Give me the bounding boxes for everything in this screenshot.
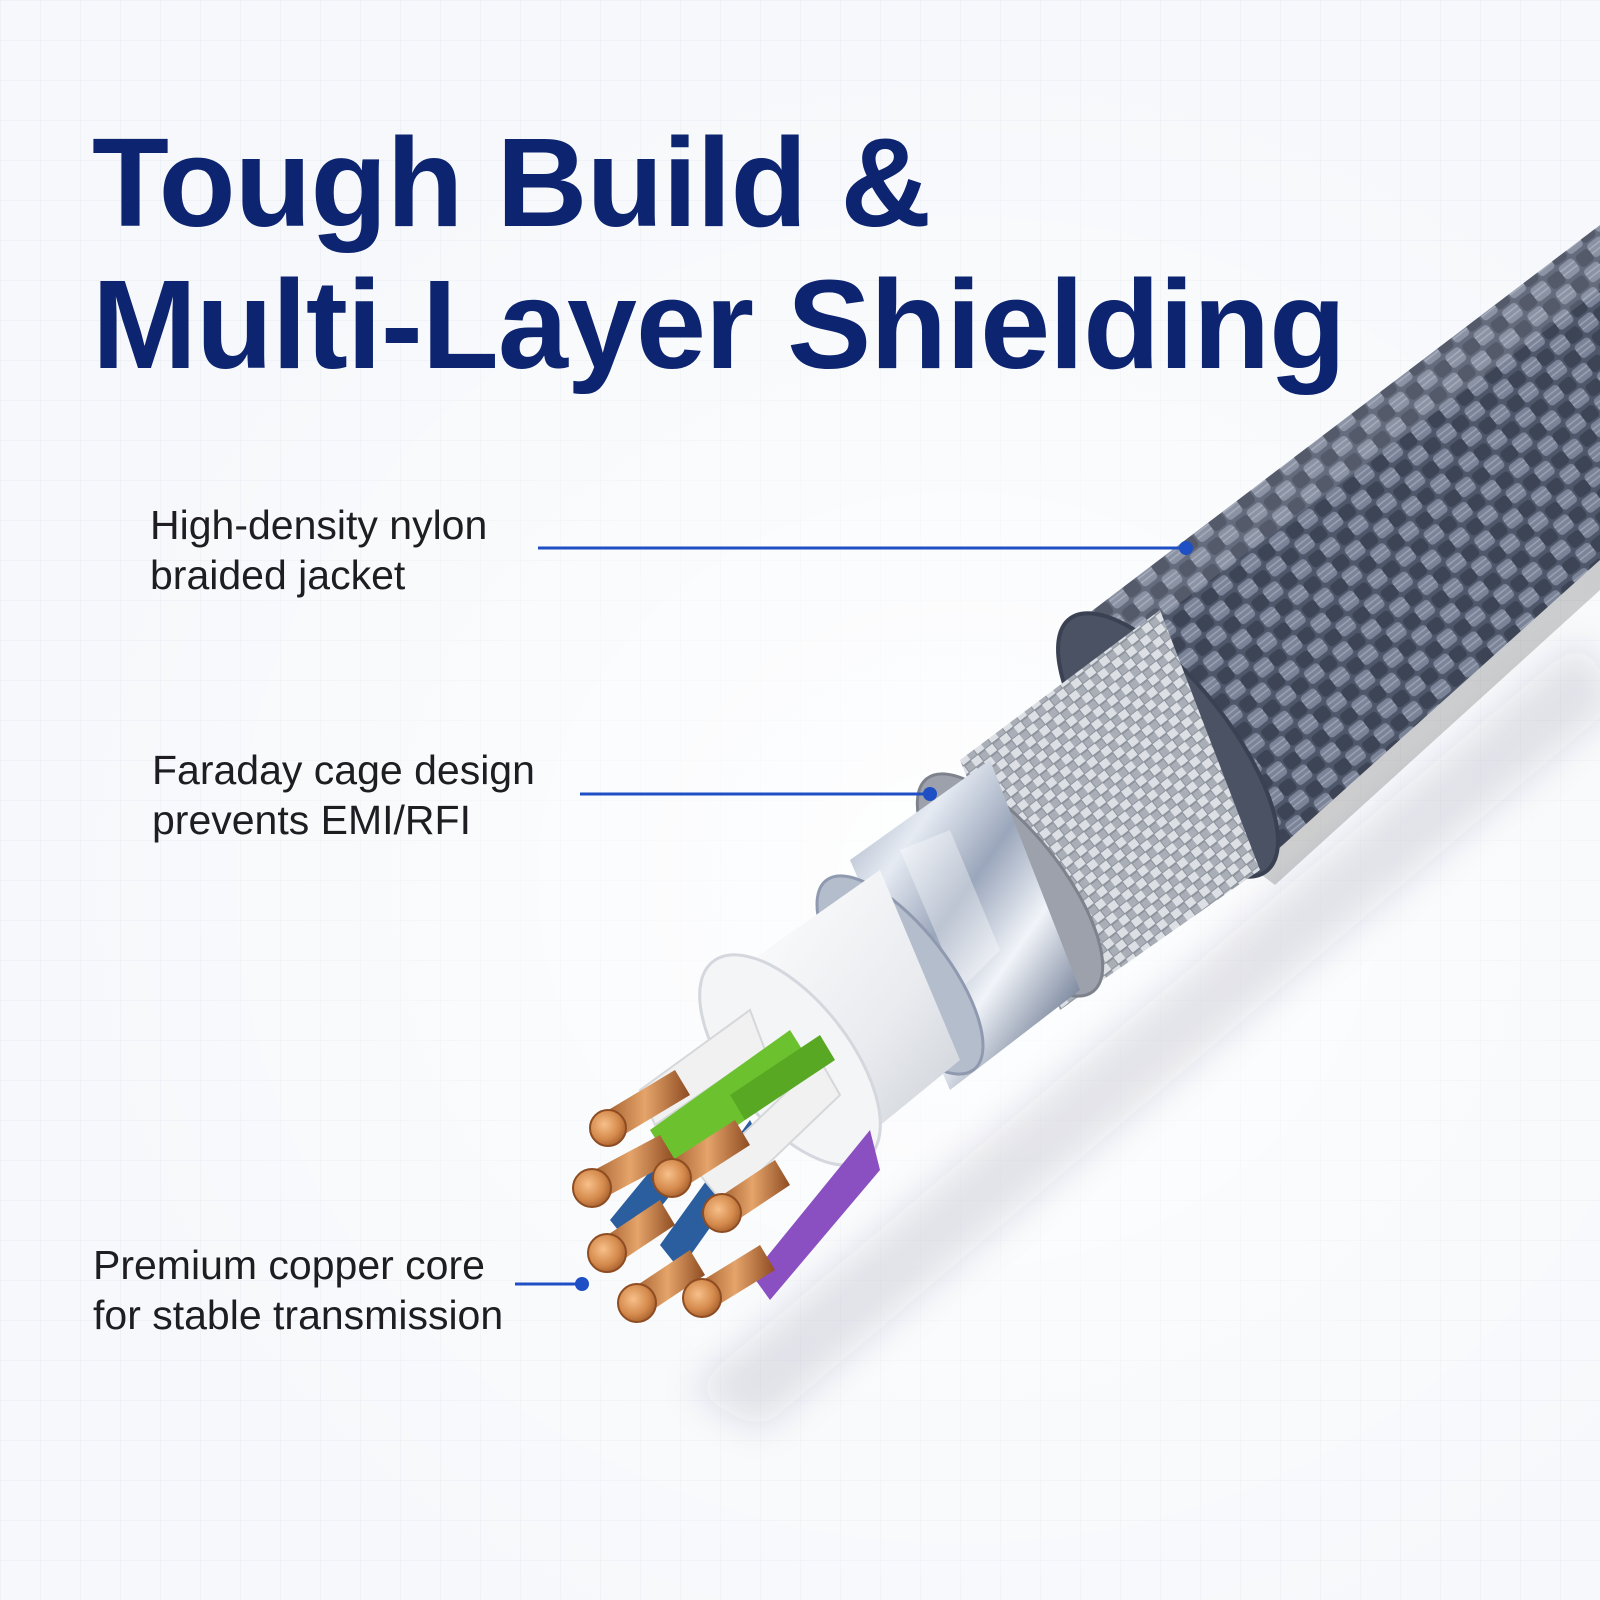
headline-line-1: Tough Build & [92, 112, 931, 253]
callout-shield-line-2: prevents EMI/RFI [152, 797, 471, 843]
cable-shadow [690, 640, 1600, 1430]
callout-shield-line-1: Faraday cage design [152, 747, 535, 793]
headline-line-2: Multi-Layer Shielding [92, 254, 1346, 395]
callout-lines [515, 541, 1193, 1291]
callout-jacket-line-1: High-density nylon [150, 502, 488, 548]
callout-core-line-2: for stable transmission [93, 1292, 504, 1338]
headline: Tough Build & Multi-Layer Shielding [92, 112, 1346, 396]
callout-core-line-1: Premium copper core [93, 1242, 485, 1288]
callout-jacket: High-density nylon braided jacket [150, 500, 487, 600]
callout-shield: Faraday cage design prevents EMI/RFI [152, 745, 535, 845]
callout-jacket-line-2: braided jacket [150, 552, 406, 598]
shield-leader-dot [923, 787, 937, 801]
jacket-leader-dot [1179, 541, 1193, 555]
core-leader-dot [575, 1277, 589, 1291]
copper-cores [572, 1070, 790, 1323]
callout-core: Premium copper core for stable transmiss… [93, 1240, 503, 1340]
